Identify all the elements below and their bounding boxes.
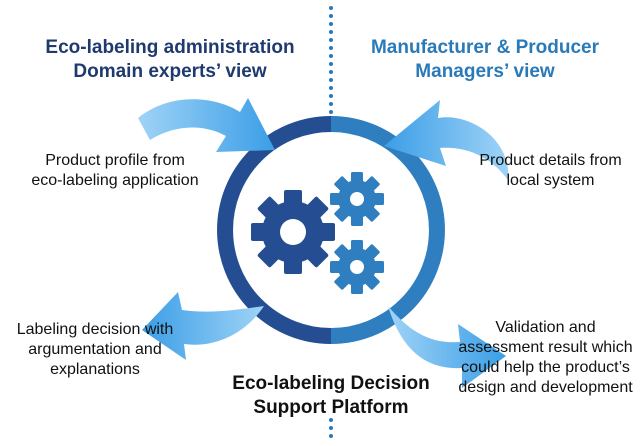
right-heading-line2: Managers’ view xyxy=(415,60,555,82)
platform-ring xyxy=(217,116,445,344)
left-heading-line2: Domain experts’ view xyxy=(73,60,267,82)
large-gear-icon xyxy=(251,190,335,274)
output-right-line2: assessment result which xyxy=(458,339,633,356)
input-left-line2: eco-labeling application xyxy=(31,172,199,189)
output-arrow-left-icon xyxy=(142,292,264,360)
input-left-line1: Product profile from xyxy=(45,152,185,169)
platform-line2: Support Platform xyxy=(253,396,409,418)
right-heading-line1: Manufacturer & Producer xyxy=(370,37,600,58)
ring-right-half xyxy=(330,116,445,344)
small-gear-top-icon xyxy=(330,172,384,226)
output-arrow-right-icon xyxy=(388,306,506,388)
domain-experts-view-heading: Eco-labeling administration Domain exper… xyxy=(30,36,310,84)
input-right-line1: Product details from xyxy=(479,152,622,169)
input-arrow-right-icon xyxy=(384,100,509,180)
output-right-line1: Validation and xyxy=(495,319,596,336)
center-divider xyxy=(329,6,333,438)
output-right-label: Validation and assessment result which c… xyxy=(448,318,643,398)
output-left-line3: explanations xyxy=(50,361,140,378)
output-right-line3: could help the product’s xyxy=(461,359,630,376)
output-left-line2: argumentation and xyxy=(28,341,162,358)
managers-view-heading: Manufacturer & Producer Managers’ view xyxy=(345,36,625,84)
input-right-label: Product details from local system xyxy=(458,151,643,191)
output-right-line4: design and development xyxy=(458,379,633,396)
left-heading-line1: Eco-labeling administration xyxy=(45,37,295,58)
small-gear-bottom-icon xyxy=(330,240,384,294)
input-right-line2: local system xyxy=(506,172,595,189)
input-arrow-left-icon xyxy=(138,98,275,152)
platform-title: Eco-labeling Decision Support Platform xyxy=(196,372,466,420)
ring-left-half xyxy=(217,116,332,344)
input-left-label: Product profile from eco-labeling applic… xyxy=(0,151,230,191)
platform-line1: Eco-labeling Decision xyxy=(232,373,430,394)
output-left-line1: Labeling decision with xyxy=(16,321,174,338)
output-left-label: Labeling decision with argumentation and… xyxy=(0,320,190,380)
